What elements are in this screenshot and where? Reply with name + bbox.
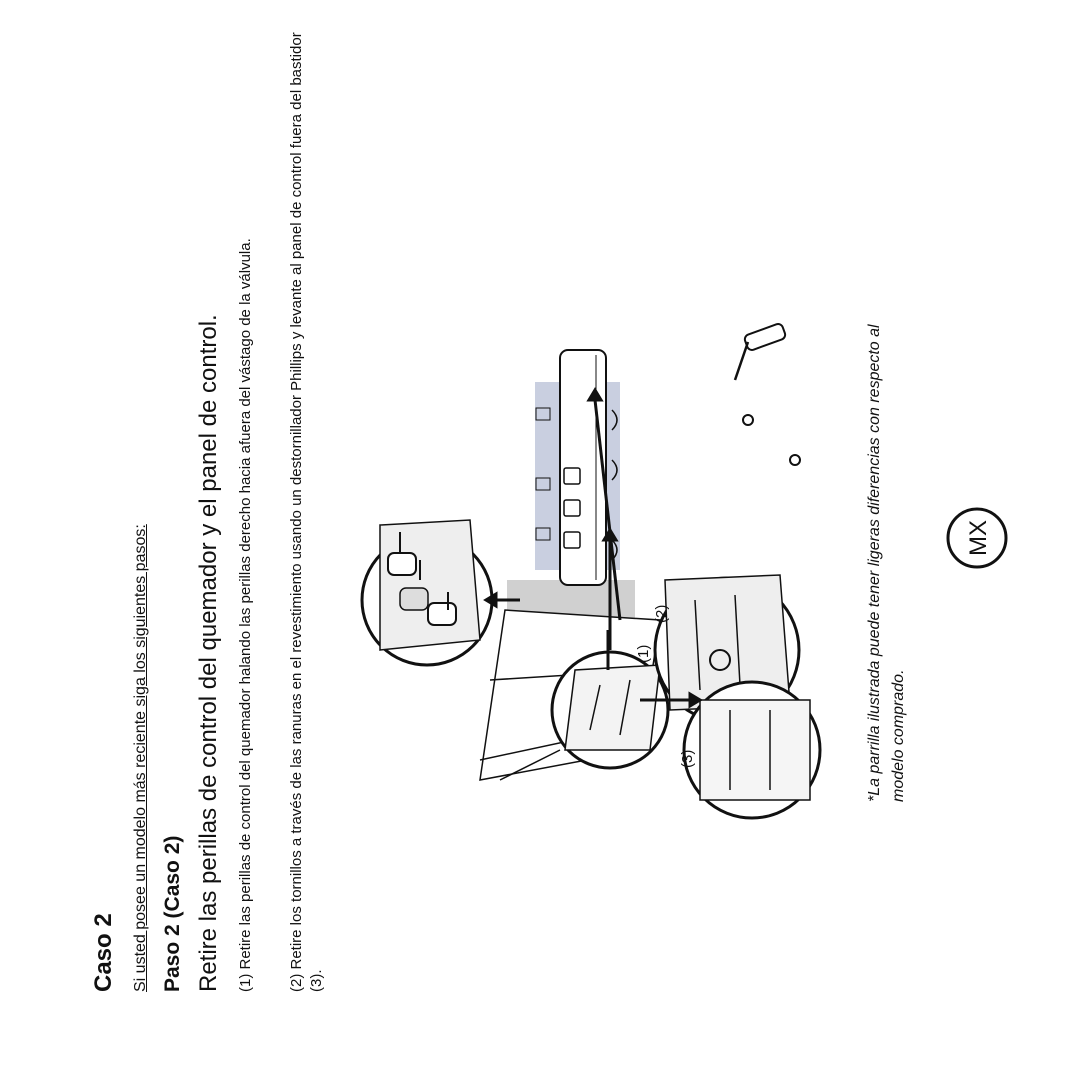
detail-circle-1 — [360, 519, 494, 667]
detail-circle-4 — [682, 680, 822, 820]
screwdriver-drawing — [733, 323, 787, 381]
screw-icon — [742, 414, 754, 426]
figure-label-1: (1) — [635, 645, 652, 663]
region-badge-label: MX — [965, 520, 992, 556]
detail-circle-2 — [550, 650, 670, 770]
screw-icon — [789, 454, 801, 466]
direction-arrows — [483, 387, 703, 709]
region-badge: MX — [946, 507, 1008, 569]
footnote: *La parrilla ilustrada puede tener liger… — [866, 324, 907, 802]
figure-label-3: (3) — [679, 750, 696, 768]
figure-label-2: (2) — [653, 605, 670, 623]
